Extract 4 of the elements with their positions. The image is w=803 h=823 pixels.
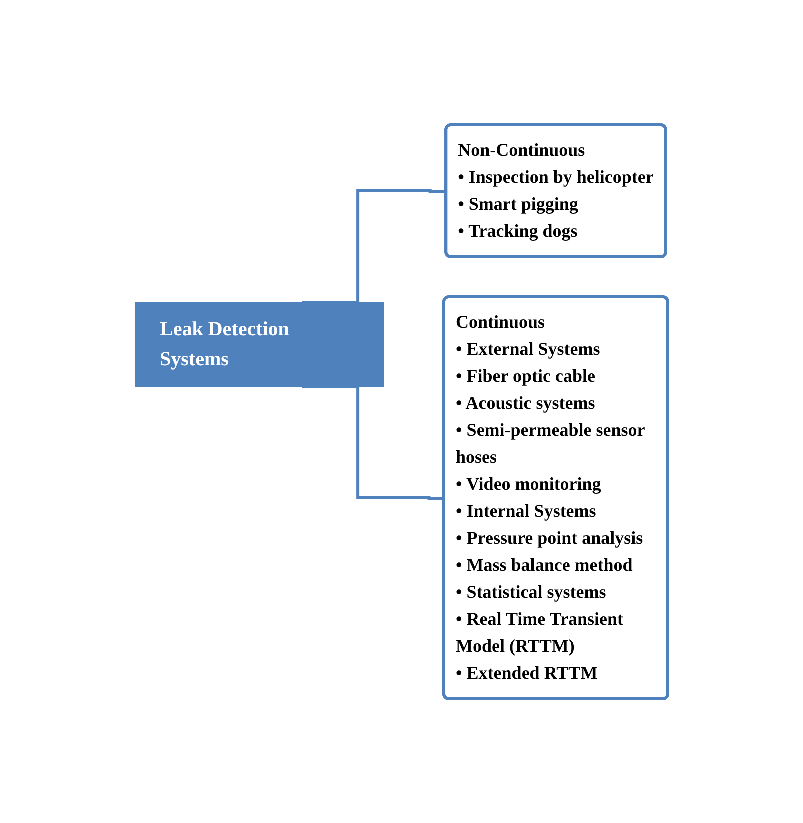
connector bbox=[302, 189, 446, 304]
connector bbox=[302, 384, 444, 500]
node-text: Continuous • External Systems • Fiber optic cable • Acoustic systems • Semi-permeable sensor hoses • Video monitoring • Internal Systems • Pressure point analysis • Mass balance method • Statistical systems • Real Time Transient Model (RTTM) • Extended RTTM bbox=[456, 312, 644, 682]
node-box: Leak Detection Systems bbox=[135, 302, 384, 386]
